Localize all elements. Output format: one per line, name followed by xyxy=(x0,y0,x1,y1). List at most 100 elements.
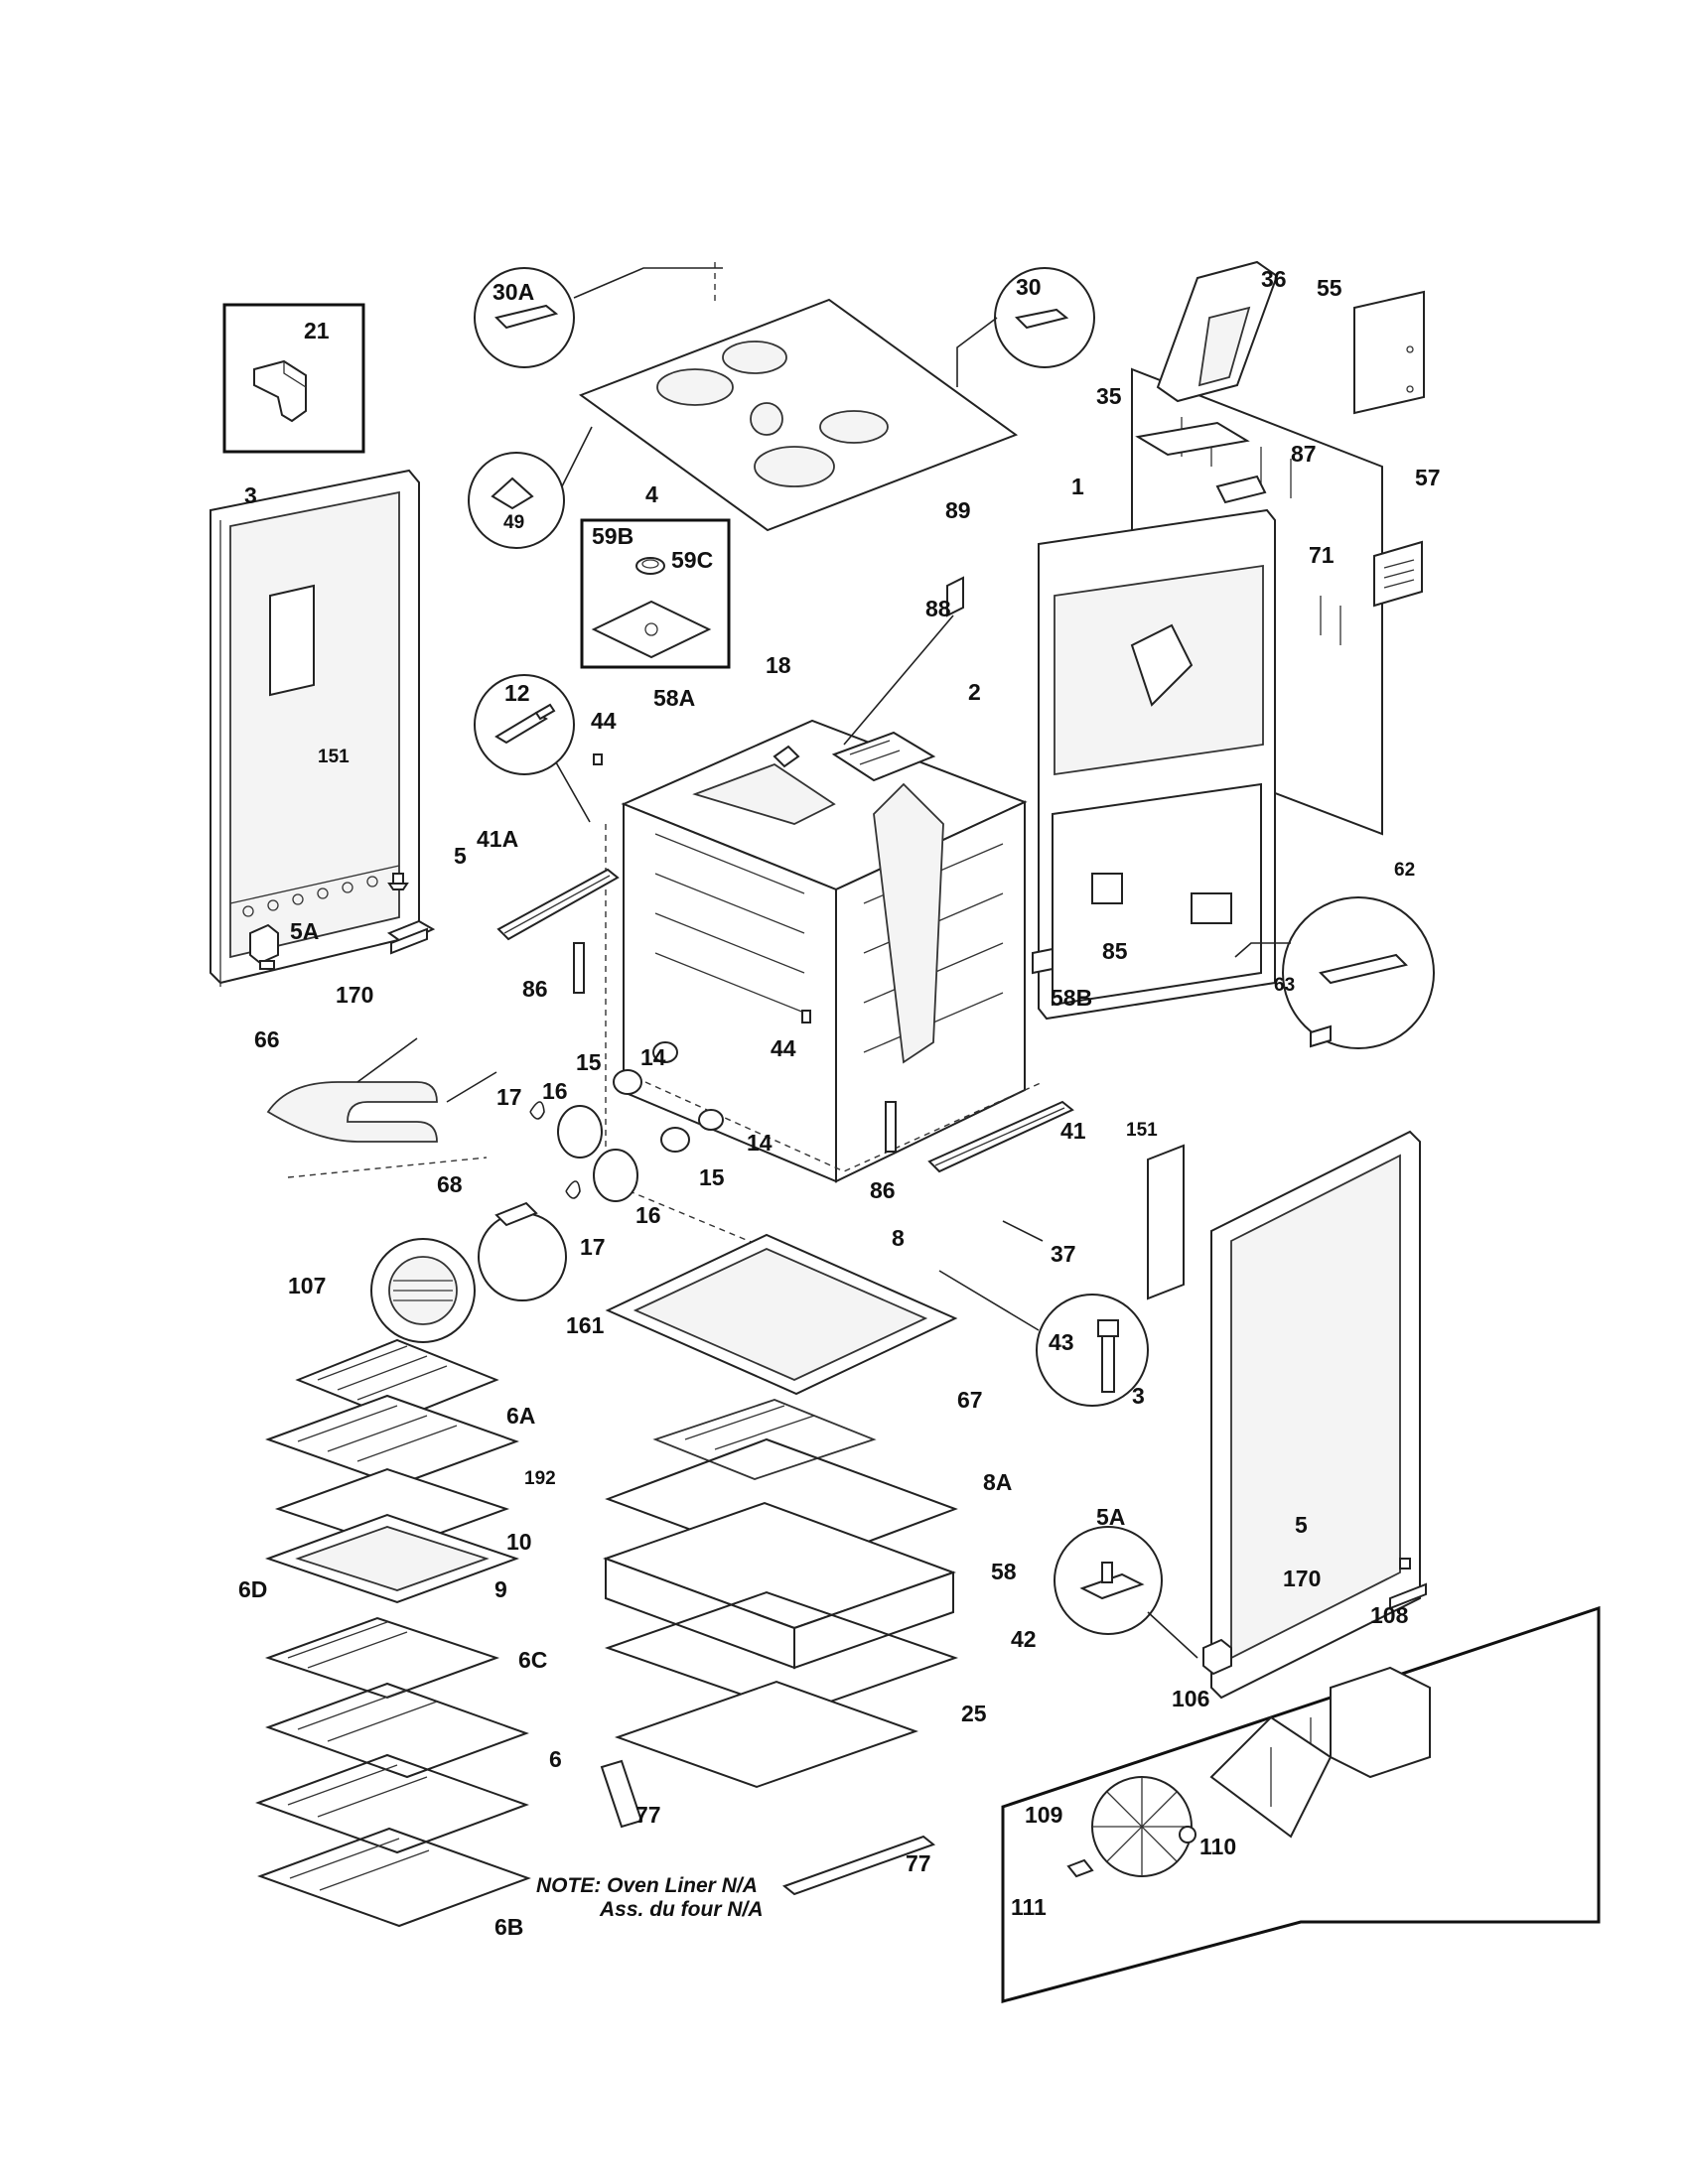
part-57-grille xyxy=(1373,540,1423,608)
part-110-washer xyxy=(1179,1826,1196,1843)
part-5-screw-right xyxy=(1399,1558,1411,1570)
part-109-fan-blade xyxy=(1091,1776,1193,1877)
part-58B-insulation xyxy=(692,762,944,1064)
label-59C: 59C xyxy=(671,547,713,573)
note-line-1: NOTE: Oven Liner N/A xyxy=(536,1874,758,1897)
label-106: 106 xyxy=(1172,1686,1209,1711)
part-5-screw-left xyxy=(387,873,409,890)
label-1: 1 xyxy=(1071,474,1084,499)
part-59B-grommet xyxy=(635,557,665,575)
part-36-vent-duct xyxy=(1156,260,1279,403)
label-17-upper: 17 xyxy=(496,1084,522,1110)
label-5A-left: 5A xyxy=(290,918,319,944)
part-2-bracket xyxy=(831,731,936,782)
label-68: 68 xyxy=(437,1171,463,1197)
label-30A: 30A xyxy=(492,279,534,305)
label-15-lower: 15 xyxy=(699,1164,725,1190)
part-16-light-cover-1 xyxy=(557,1105,603,1159)
label-14-lower: 14 xyxy=(747,1130,773,1156)
part-17-clip-1 xyxy=(529,1101,545,1120)
part-41A-rail xyxy=(496,868,620,941)
label-18: 18 xyxy=(766,652,791,678)
label-86-right: 86 xyxy=(870,1177,896,1203)
part-37-wire xyxy=(1002,1220,1044,1242)
part-111-nut xyxy=(1066,1858,1094,1878)
part-59C-pad xyxy=(591,600,712,659)
inset-frame-convection-kit xyxy=(1001,1605,1601,2003)
part-66-broil-element xyxy=(266,1037,497,1143)
label-109: 109 xyxy=(1025,1802,1062,1828)
part-14-socket-2 xyxy=(698,1109,724,1131)
label-43: 43 xyxy=(1049,1329,1074,1355)
part-44-sensor-top xyxy=(593,753,603,765)
inset-frame-21 xyxy=(222,303,365,454)
label-110: 110 xyxy=(1199,1834,1236,1859)
label-44-mid: 44 xyxy=(771,1035,796,1061)
label-6A: 6A xyxy=(506,1403,535,1429)
part-192-rack xyxy=(265,1394,519,1487)
label-151-left: 151 xyxy=(318,747,350,767)
label-8: 8 xyxy=(892,1225,905,1251)
callout-circle-30A xyxy=(474,267,723,368)
label-108: 108 xyxy=(1370,1602,1409,1628)
label-77-right: 77 xyxy=(906,1850,931,1876)
part-14-socket-1 xyxy=(652,1041,678,1063)
note-line-2: Ass. du four N/A xyxy=(599,1898,764,1921)
part-77-slide-left xyxy=(600,1759,643,1829)
label-6B: 6B xyxy=(494,1914,523,1940)
part-25-panel xyxy=(615,1680,918,1789)
label-62: 62 xyxy=(1394,860,1415,881)
callout-labels: 21 3 151 5 5A 170 30A 4 49 59B 59C 12 44… xyxy=(238,266,1441,1940)
part-6C-rack xyxy=(265,1682,529,1779)
inset-frame-59 xyxy=(580,518,731,669)
part-85-switch xyxy=(1032,947,1054,975)
part-67-bake-element xyxy=(652,1399,877,1480)
label-87: 87 xyxy=(1291,441,1317,467)
label-55: 55 xyxy=(1317,275,1342,301)
label-21: 21 xyxy=(304,318,330,343)
label-41A: 41A xyxy=(477,826,518,852)
part-3-side-panel-left xyxy=(210,469,420,987)
part-42-pan xyxy=(604,1590,959,1715)
part-5A-leveler-left xyxy=(249,923,279,970)
part-77-slide-right xyxy=(781,1835,936,1896)
label-59B: 59B xyxy=(592,523,633,549)
label-58: 58 xyxy=(991,1559,1017,1584)
label-107: 107 xyxy=(288,1273,326,1298)
part-6B-rack xyxy=(257,1827,531,1928)
part-15-bulb-1 xyxy=(613,1069,642,1095)
panel-holes xyxy=(242,876,378,917)
part-9-broil-pan xyxy=(264,1513,520,1604)
label-42: 42 xyxy=(1011,1626,1037,1652)
label-3-right: 3 xyxy=(1132,1383,1145,1409)
label-66: 66 xyxy=(254,1026,280,1052)
part-161-gasket xyxy=(478,1201,567,1301)
label-111: 111 xyxy=(1011,1894,1047,1920)
label-15-upper: 15 xyxy=(576,1049,602,1075)
label-63: 63 xyxy=(1274,975,1295,996)
label-16-upper: 16 xyxy=(542,1078,568,1104)
label-30: 30 xyxy=(1016,274,1042,300)
label-4: 4 xyxy=(645,481,658,507)
part-1-back-panel xyxy=(1038,508,1276,1021)
callout-circle-43 xyxy=(938,1270,1149,1407)
part-41-rail xyxy=(927,1100,1074,1173)
callout-circle-49 xyxy=(468,426,593,549)
part-58-insulation xyxy=(603,1501,956,1670)
part-151-bracket-right xyxy=(1147,1144,1185,1300)
label-14-upper: 14 xyxy=(640,1044,666,1070)
part-21-bracket xyxy=(253,359,307,423)
label-5A-right: 5A xyxy=(1096,1504,1125,1530)
label-57: 57 xyxy=(1415,465,1441,490)
label-5-right: 5 xyxy=(1295,1512,1308,1538)
part-170-hinge-right xyxy=(1389,1582,1427,1610)
callout-circle-12 xyxy=(474,674,591,823)
label-2: 2 xyxy=(968,679,981,705)
part-87-plate xyxy=(1215,475,1267,504)
label-67: 67 xyxy=(957,1387,983,1413)
label-89: 89 xyxy=(945,497,971,523)
part-44-sensor-mid xyxy=(801,1010,811,1024)
part-15-bulb-2 xyxy=(660,1127,690,1153)
label-6: 6 xyxy=(549,1746,562,1772)
